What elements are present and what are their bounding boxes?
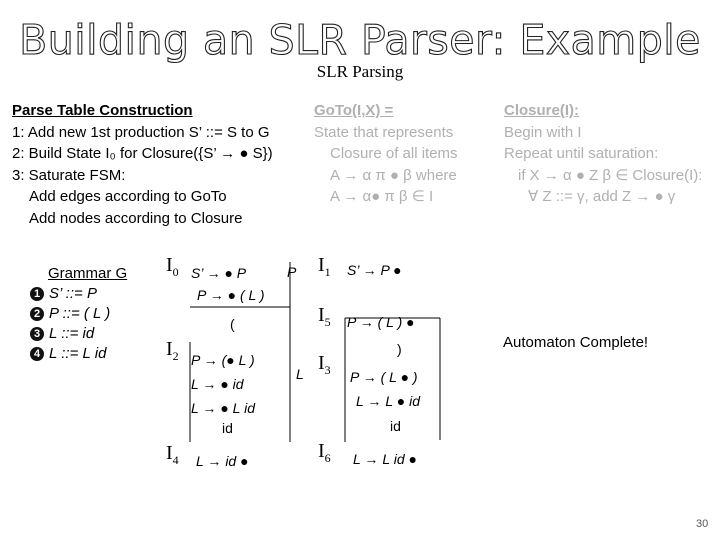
goto-line: A → α π ● β where [330, 166, 457, 184]
state-item: S’ → ● P [191, 265, 247, 281]
state-i3-label: I3 [318, 352, 331, 377]
state-i5-label: I5 [318, 304, 331, 329]
state-i2-items: P → (● L ) L → ● id L → ● L id [191, 348, 255, 420]
rule-number-badge: 1 [30, 287, 44, 301]
state-i3-items: P → ( L ● ) L → L ● id [350, 365, 420, 413]
state-item: L → ● id [191, 376, 244, 392]
rule-number-badge: 4 [30, 347, 44, 361]
state-item: P → (● L ) [191, 352, 255, 368]
edge-label-open-paren: ( [230, 316, 235, 332]
state-item: L → id ● [196, 453, 249, 469]
state-i4-label: I4 [166, 442, 179, 467]
closure-line: Repeat until saturation: [504, 145, 659, 162]
edge-label-id: id [390, 418, 401, 434]
state-item: P → ( L ● ) [350, 369, 418, 385]
closure-line: Begin with I [504, 123, 582, 141]
page-number: 30 [696, 518, 709, 530]
state-item: P → ( L ) ● [347, 314, 415, 330]
state-item: P → ● ( L ) [197, 287, 265, 303]
closure-line: if X → α ● Z β ∈ Closure(I): [518, 166, 703, 184]
state-i1-label: I1 [318, 254, 331, 279]
edge-label-l: L [296, 366, 304, 382]
closure-line: ∀ Z ::= γ, add Z → ● γ [528, 188, 676, 205]
closure-heading: Closure(I): [504, 102, 579, 119]
goto-line: State that represents [314, 123, 454, 141]
construction-heading: Parse Table Construction [12, 102, 193, 119]
construction-step: 3: Saturate FSM: [12, 166, 126, 184]
rule-number-badge: 2 [30, 307, 44, 321]
goto-line: Closure of all items [330, 145, 458, 162]
construction-step: 1: Add new 1st production S’ ::= S to G [12, 123, 270, 141]
state-i6-label: I6 [318, 440, 331, 465]
closure-definition: Closure(I): Begin with I Repeat until sa… [504, 100, 702, 208]
edge-label-p: P [287, 264, 297, 280]
grammar-heading: Grammar G [48, 265, 128, 282]
state-item: L → ● L id [191, 400, 255, 416]
state-i0-items: S’ → ● P P → ● ( L ) [191, 262, 265, 306]
state-item: L → L ● id [356, 393, 420, 409]
automaton-status: Automaton Complete! [503, 334, 649, 351]
construction-step: 2: Build State I₀ for Closure({S’ → ● S}… [12, 145, 273, 162]
state-i2-label: I2 [166, 338, 179, 363]
state-i0-label: I0 [166, 254, 179, 279]
slide-subtitle: SLR Parsing [316, 62, 404, 81]
goto-definition: GoTo(I,X) = State that represents Closur… [314, 100, 458, 208]
state-item: S’ → P ● [347, 262, 402, 278]
edge-label-close-paren: ) [397, 341, 402, 357]
construction-step: Add nodes according to Closure [29, 209, 243, 227]
edge-label-id: id [222, 420, 233, 436]
goto-line: A → α● π β ∈ I [330, 188, 434, 205]
construction-step: Add edges according to GoTo [29, 188, 227, 205]
state-item: L → L id ● [353, 451, 417, 467]
slide-title: Building an SLR Parser: Example [19, 15, 701, 64]
goto-heading: GoTo(I,X) = [314, 102, 394, 119]
rule-number-badge: 3 [30, 327, 44, 341]
construction-block: Parse Table Construction 1: Add new 1st … [12, 100, 273, 229]
